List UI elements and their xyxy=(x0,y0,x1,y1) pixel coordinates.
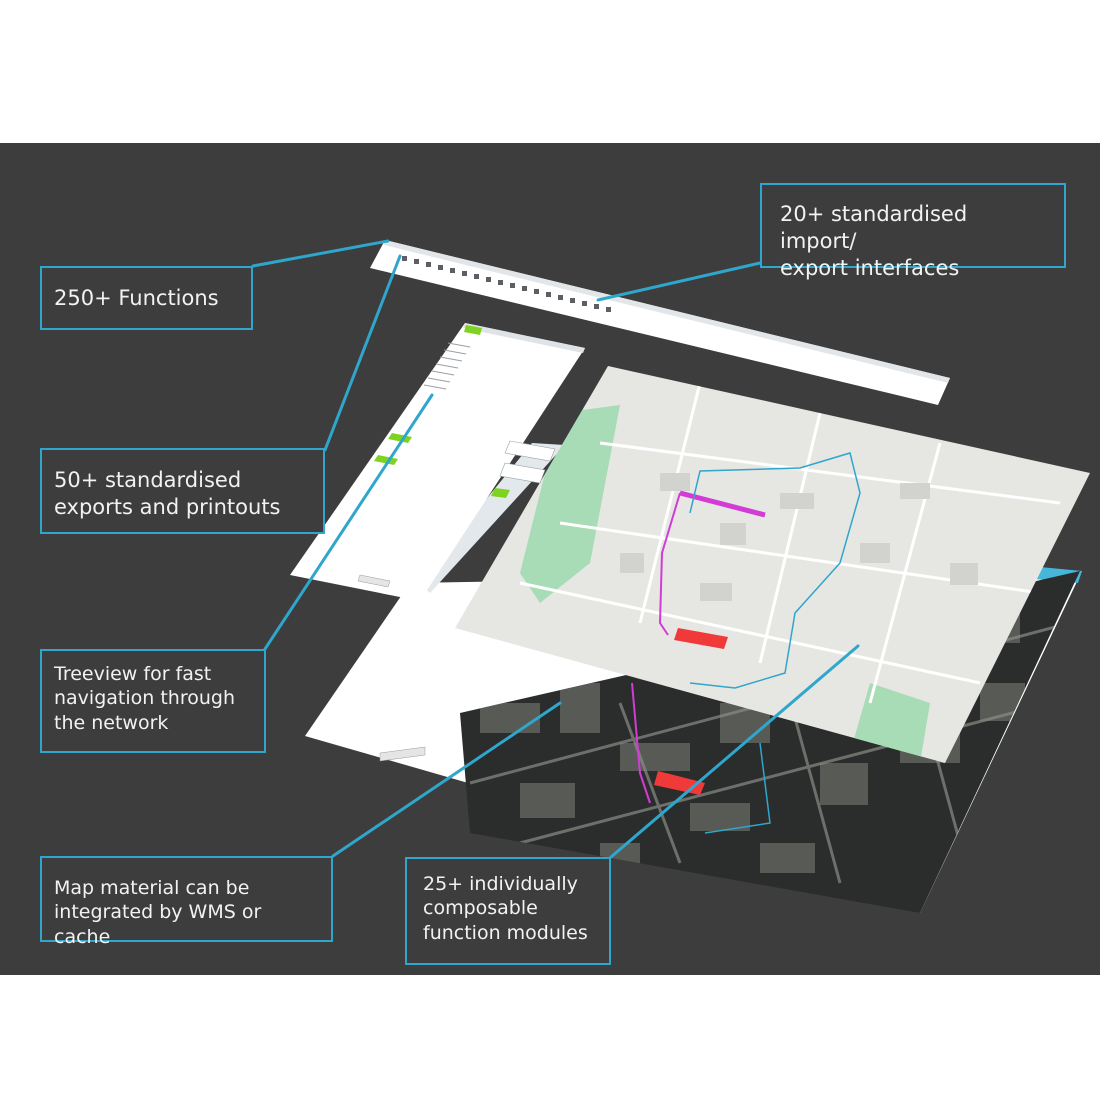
callout-map-line-1: Map material can be xyxy=(54,877,250,899)
callout-modules: 25+ individually composable function mod… xyxy=(405,857,611,965)
callout-treeview-line-2: navigation through xyxy=(54,687,236,710)
callout-treeview: Treeview for fast navigation through the… xyxy=(40,649,266,753)
connector-map-material xyxy=(331,701,562,858)
callout-modules-line-1: 25+ individually xyxy=(423,873,578,895)
callout-functions-line-1: 250+ Functions xyxy=(54,286,219,310)
callout-treeview-line-3: the network xyxy=(54,711,169,734)
callout-treeview-line-1: Treeview for fast xyxy=(54,663,212,685)
callout-modules-line-3: function modules xyxy=(423,921,588,944)
callout-import-export-line-1: 20+ standardised import/ xyxy=(780,202,968,253)
callout-map-line-2: integrated by WMS or cache xyxy=(54,901,262,948)
connector-treeview xyxy=(263,393,434,651)
callout-map-material: Map material can be integrated by WMS or… xyxy=(40,856,333,948)
connector-functions xyxy=(251,239,390,268)
callout-exports-line-1: 50+ standardised xyxy=(54,468,242,492)
callout-import-export: 20+ standardised import/ export interfac… xyxy=(760,183,1066,280)
diagram-canvas: 250+ Functions 20+ standardised import/ … xyxy=(0,143,1100,975)
connector-lines xyxy=(251,239,860,859)
connector-exports-printouts xyxy=(323,254,402,452)
connector-import-export xyxy=(596,261,762,302)
callout-exports-printouts: 50+ standardised exports and printouts xyxy=(40,448,325,534)
street-map-layer xyxy=(455,366,1090,763)
callout-import-export-line-2: export interfaces xyxy=(780,255,960,280)
callout-exports-line-2: exports and printouts xyxy=(54,494,281,519)
treeview-layer xyxy=(290,323,585,601)
callout-functions: 250+ Functions xyxy=(40,266,253,330)
callout-modules-line-2: composable xyxy=(423,897,538,920)
toolbar-layer xyxy=(370,240,950,405)
layered-software-illustration xyxy=(251,239,1090,913)
connector-modules xyxy=(609,644,860,859)
